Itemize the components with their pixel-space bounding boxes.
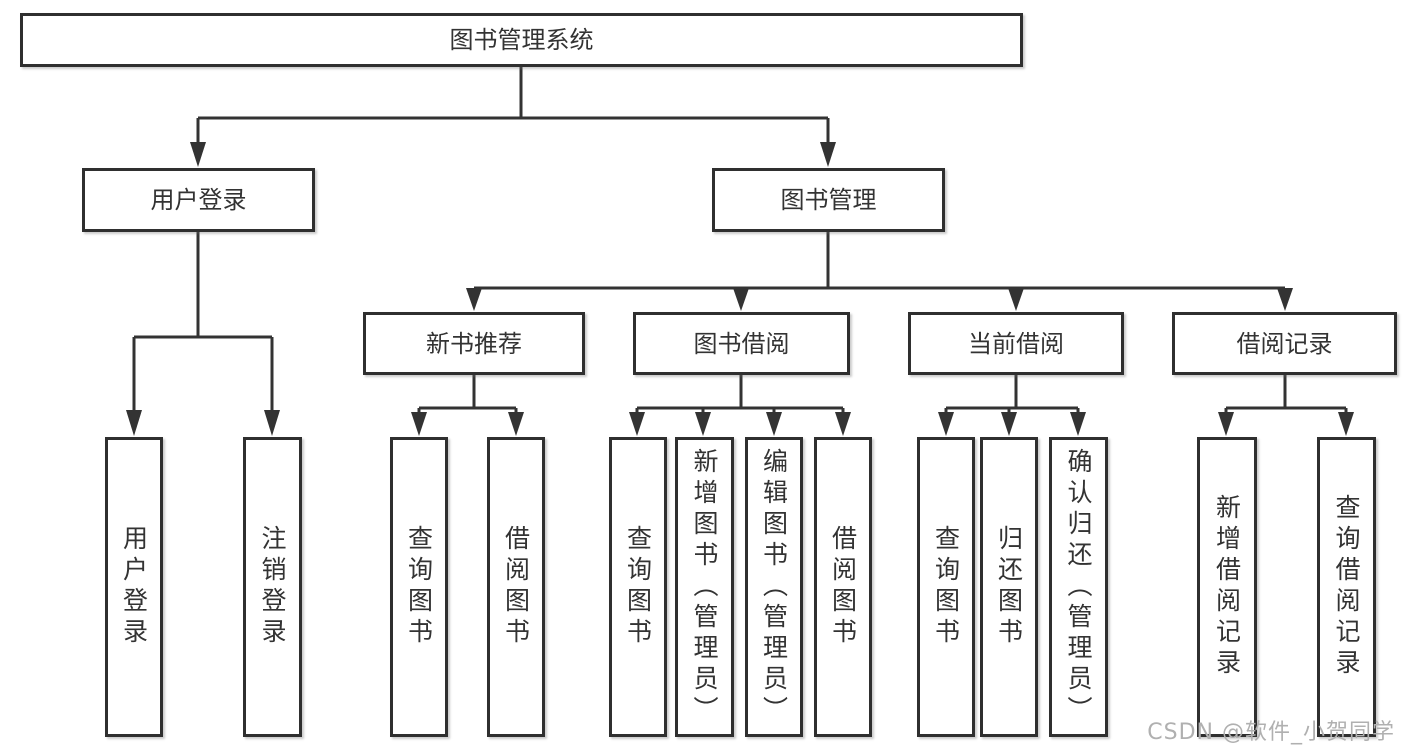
node-label: 确认归还（管理员） (1064, 447, 1093, 727)
leaf-add-borrow-record: 新增借阅记录 (1197, 437, 1257, 737)
node-label: 用户登录 (150, 186, 247, 214)
leaf-query-books-recommend: 查询图书 (390, 437, 448, 737)
connector-new-book-branch (411, 375, 524, 436)
arrowhead-down-icon (938, 412, 954, 436)
connector-root-branch (190, 67, 836, 167)
arrowhead-down-icon (190, 142, 206, 167)
connector-book-borrow-branch (629, 375, 851, 436)
connector-borrow-records-branch (1218, 375, 1354, 436)
arrowhead-down-icon (126, 410, 142, 436)
node-label: 借阅图书 (828, 525, 858, 649)
leaf-borrow-books-recommend: 借阅图书 (487, 437, 545, 737)
arrowhead-down-icon (1001, 412, 1017, 436)
leaf-query-books-borrow: 查询图书 (609, 437, 667, 737)
node-label: 图书借阅 (693, 329, 790, 358)
connector-book-management-branch (466, 232, 1293, 311)
connector-user-login-branch (126, 232, 280, 436)
arrowhead-down-icon (264, 410, 280, 436)
arrowhead-down-icon (629, 412, 645, 436)
node-label: 编辑图书（管理员） (759, 447, 789, 727)
node-new-book-recommend: 新书推荐 (363, 312, 585, 375)
node-user-login: 用户登录 (82, 168, 315, 232)
arrowhead-down-icon (508, 412, 524, 436)
arrowhead-down-icon (766, 412, 782, 436)
leaf-borrow-books: 借阅图书 (814, 437, 872, 737)
node-label: 查询图书 (931, 525, 961, 649)
node-label: 借阅图书 (501, 525, 531, 649)
arrowhead-down-icon (820, 142, 836, 167)
node-current-borrow: 当前借阅 (908, 312, 1124, 375)
node-label: 查询图书 (623, 525, 653, 649)
node-label: 注销登录 (258, 525, 287, 649)
node-label: 新书推荐 (426, 329, 522, 358)
node-label: 查询图书 (404, 525, 434, 649)
node-label: 借阅记录 (1236, 329, 1333, 358)
leaf-user-login: 用户登录 (105, 437, 163, 737)
arrowhead-down-icon (411, 412, 427, 436)
arrowhead-down-icon (1070, 412, 1086, 436)
node-book-borrow: 图书借阅 (633, 312, 850, 375)
leaf-add-books-admin: 新增图书（管理员） (675, 437, 734, 737)
arrowhead-down-icon (1338, 412, 1354, 436)
node-book-management: 图书管理 (712, 168, 945, 232)
node-label: 归还图书 (994, 525, 1024, 649)
leaf-return-books: 归还图书 (980, 437, 1038, 737)
watermark: CSDN @软件_小贺同学 (1147, 720, 1395, 745)
leaf-query-books-current: 查询图书 (917, 437, 975, 737)
arrowhead-down-icon (466, 288, 482, 311)
arrowhead-down-icon (1277, 288, 1293, 311)
leaf-logout-login: 注销登录 (243, 437, 302, 737)
arrowhead-down-icon (1218, 412, 1234, 436)
node-label: 当前借阅 (968, 329, 1064, 358)
arrowhead-down-icon (835, 412, 851, 436)
leaf-edit-books-admin: 编辑图书（管理员） (745, 437, 803, 737)
node-label: 用户登录 (119, 525, 149, 649)
node-label: 新增借阅记录 (1212, 494, 1242, 680)
connector-current-borrow-branch (938, 375, 1086, 436)
node-label: 新增图书（管理员） (690, 447, 719, 727)
node-borrow-records: 借阅记录 (1172, 312, 1397, 375)
node-label: 图书管理系统 (449, 26, 594, 54)
arrowhead-down-icon (733, 288, 749, 311)
node-library-management-system: 图书管理系统 (20, 13, 1023, 67)
node-label: 查询借阅记录 (1332, 494, 1361, 680)
node-label: 图书管理 (780, 186, 877, 214)
leaf-query-borrow-record: 查询借阅记录 (1317, 437, 1376, 737)
leaf-confirm-return-admin: 确认归还（管理员） (1049, 437, 1108, 737)
arrowhead-down-icon (1008, 288, 1024, 311)
arrowhead-down-icon (695, 412, 711, 436)
